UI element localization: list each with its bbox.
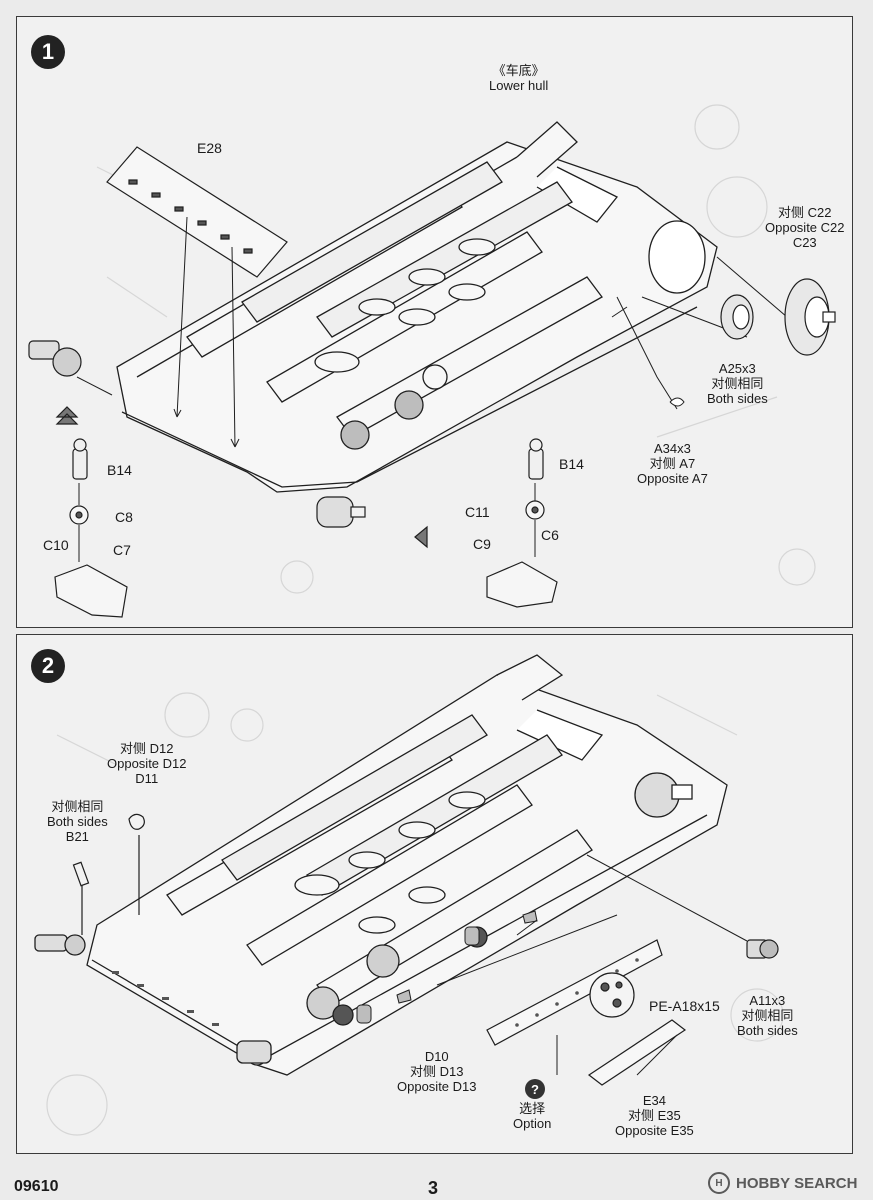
e34-skirt bbox=[587, 1019, 687, 1086]
d11-label: D11 bbox=[135, 771, 159, 786]
step-2-illustration bbox=[34, 654, 784, 1136]
pe-a18-disc bbox=[589, 972, 635, 1018]
opp-a7-cn: 对侧 A7 bbox=[649, 456, 696, 471]
c6-label: C6 bbox=[541, 527, 559, 543]
a34-label: A34x3 bbox=[653, 441, 691, 456]
a11-both-cn: 对侧相同 bbox=[741, 1008, 794, 1023]
option-label: Option bbox=[513, 1116, 552, 1131]
b14-left-label: B14 bbox=[107, 462, 132, 478]
opp-e35-label: Opposite E35 bbox=[615, 1123, 694, 1138]
step-number-badge: 2 bbox=[31, 649, 65, 683]
step-1-panel: 1 bbox=[16, 16, 853, 628]
lower-hull-label-cn: 《车底》 bbox=[492, 63, 545, 78]
e28-label: E28 bbox=[197, 140, 222, 156]
kit-number: 09610 bbox=[14, 1178, 59, 1195]
a11-label: A11x3 bbox=[749, 993, 786, 1008]
d10-label: D10 bbox=[424, 1049, 449, 1064]
step-2-panel: 2 bbox=[16, 634, 853, 1154]
hobby-search-logo-icon: H bbox=[708, 1172, 730, 1194]
a25-label: A25x3 bbox=[718, 361, 756, 376]
e28-plate bbox=[106, 146, 288, 278]
both-sides-label: Both sides bbox=[707, 391, 768, 406]
opp-d12-cn: 对侧 D12 bbox=[120, 741, 174, 756]
pe-a18-label: PE-A18x15 bbox=[649, 998, 720, 1014]
watermark-text: HOBBY SEARCH bbox=[736, 1174, 858, 1192]
both-sides-cn: 对侧相同 bbox=[51, 799, 104, 814]
option-cn: 选择 bbox=[519, 1101, 546, 1116]
option-icon: ? bbox=[525, 1079, 545, 1099]
a11-both-label: Both sides bbox=[737, 1023, 798, 1038]
c8-label: C8 bbox=[115, 509, 133, 525]
c7-label: C7 bbox=[113, 542, 131, 558]
watermark: H HOBBY SEARCH bbox=[708, 1172, 857, 1194]
opp-c22-cn: 对侧 C22 bbox=[778, 205, 832, 220]
b14-right-label: B14 bbox=[559, 456, 584, 472]
both-sides-label: Both sides bbox=[47, 814, 108, 829]
a25-part bbox=[720, 294, 754, 340]
d10-skirt bbox=[486, 939, 663, 1046]
step-number-badge: 1 bbox=[31, 35, 65, 69]
lower-hull-label: Lower hull bbox=[489, 78, 549, 93]
e34-label: E34 bbox=[642, 1093, 666, 1108]
c23-wheel bbox=[784, 278, 836, 356]
opp-d13-cn: 对侧 D13 bbox=[410, 1064, 464, 1079]
c9-label: C9 bbox=[473, 536, 491, 552]
a11-hub bbox=[746, 939, 779, 959]
c23-label: C23 bbox=[792, 235, 817, 250]
opp-c22-label: Opposite C22 bbox=[765, 220, 845, 235]
c11-label: C11 bbox=[465, 504, 490, 520]
opp-a7-label: Opposite A7 bbox=[637, 471, 708, 486]
c10-label: C10 bbox=[43, 537, 69, 553]
opp-e35-cn: 对侧 E35 bbox=[628, 1108, 681, 1123]
step-1-illustration bbox=[28, 104, 836, 618]
a34-part bbox=[669, 397, 685, 407]
b21-label: B21 bbox=[65, 829, 89, 844]
opp-d13-label: Opposite D13 bbox=[397, 1079, 477, 1094]
opp-d12-label: Opposite D12 bbox=[107, 756, 187, 771]
page-number: 3 bbox=[428, 1178, 439, 1198]
both-sides-cn: 对侧相同 bbox=[711, 376, 764, 391]
